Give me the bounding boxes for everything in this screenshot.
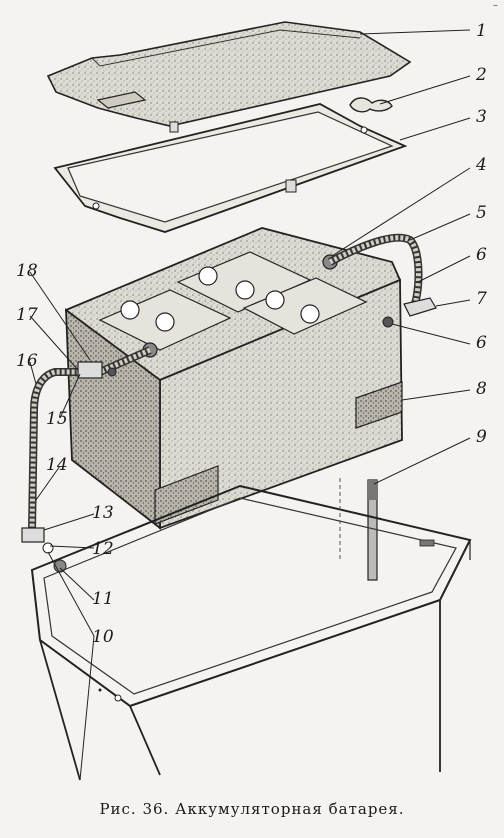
callout-6a: 6 xyxy=(476,245,487,265)
diagram-canvas: 1 2 3 4 5 6 7 6 8 9 10 11 12 13 14 15 16… xyxy=(16,21,487,781)
battery-box xyxy=(30,478,472,781)
callout-labels: 1 2 3 4 5 6 7 6 8 9 10 11 12 13 14 15 16… xyxy=(16,21,487,647)
callout-13: 13 xyxy=(92,503,114,523)
corner-mark: – xyxy=(493,0,498,11)
battery-case xyxy=(65,227,403,530)
callout-1: 1 xyxy=(476,21,487,41)
callout-15: 15 xyxy=(46,409,68,429)
callout-14: 14 xyxy=(46,455,68,475)
figure-caption: Рис. 36. Аккумуляторная батарея. xyxy=(99,800,405,818)
callout-16: 16 xyxy=(16,351,38,371)
clamp-frame xyxy=(53,103,408,233)
callout-4: 4 xyxy=(475,155,487,175)
callout-3: 3 xyxy=(476,107,487,127)
callout-5: 5 xyxy=(476,203,487,223)
callout-10: 10 xyxy=(92,627,114,647)
callout-9: 9 xyxy=(476,427,487,447)
callout-11: 11 xyxy=(92,589,114,609)
callout-17: 17 xyxy=(16,305,38,325)
callout-8: 8 xyxy=(476,379,487,399)
callout-6b: 6 xyxy=(476,333,487,353)
callout-12: 12 xyxy=(92,539,114,559)
callout-7: 7 xyxy=(476,289,487,309)
wing-nut xyxy=(349,97,393,113)
callout-2: 2 xyxy=(475,65,487,85)
leader-lines xyxy=(29,29,471,781)
battery-lid xyxy=(46,21,412,127)
callout-18: 18 xyxy=(16,261,38,281)
negative-cable xyxy=(21,346,152,573)
